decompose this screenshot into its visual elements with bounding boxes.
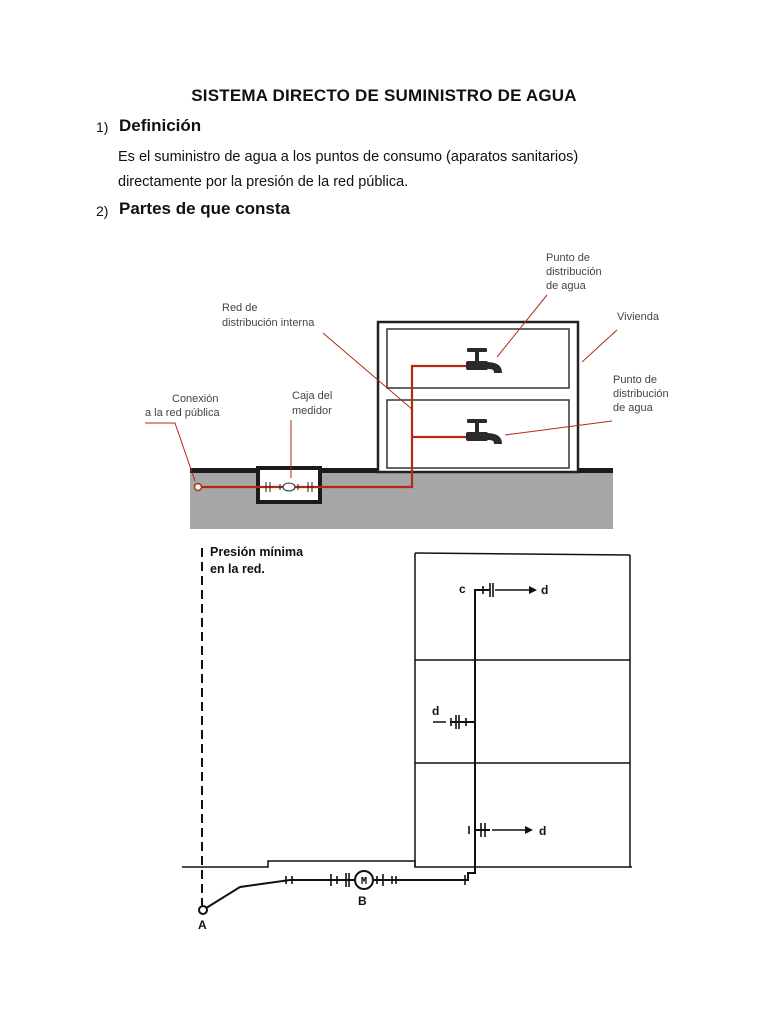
label-m: M <box>361 876 367 887</box>
label-punto-mid-1: Punto de <box>613 374 657 386</box>
leader-lines <box>145 294 618 482</box>
section-1-heading: Definición <box>119 116 202 135</box>
label-d-top: d <box>541 583 548 597</box>
section-2-heading: Partes de que consta <box>119 199 291 218</box>
house-floor-upper <box>386 328 570 389</box>
ground-line <box>182 860 632 868</box>
public-connection-point <box>193 482 203 492</box>
label-conexion-1: Conexión <box>172 393 218 405</box>
label-d-bot: d <box>539 824 546 838</box>
supply-pipe-line <box>202 589 490 911</box>
label-punto-top-2: distribución <box>546 266 602 278</box>
definition-line-1: Es el suministro de agua a los puntos de… <box>118 149 579 165</box>
pressure-schematic: Presión mínima en la red. M c d d <box>182 545 632 932</box>
house-floor-lower <box>386 399 570 469</box>
meter-circle <box>354 870 374 890</box>
label-caja-2: medidor <box>292 405 332 417</box>
ground-fill <box>190 472 613 529</box>
label-punto-mid-3: de agua <box>613 402 654 414</box>
label-caja-1: Caja del <box>292 390 332 402</box>
label-conexion-2: a la red pública <box>145 407 220 419</box>
label-a: A <box>198 918 207 932</box>
valve-symbols <box>285 583 494 887</box>
faucet-icon-lower <box>466 419 502 444</box>
label-punto-mid-2: distribución <box>613 388 669 400</box>
definition-line-2: directamente por la presión de la red pú… <box>118 174 409 190</box>
water-meter-icon <box>265 482 313 492</box>
label-red-2: distribución interna <box>222 317 315 329</box>
label-presion-1: Presión mínima <box>210 545 304 559</box>
label-b: B <box>358 894 367 908</box>
label-d-mid: d <box>432 704 439 718</box>
section-1-number: 1) <box>96 119 109 135</box>
document-title: SISTEMA DIRECTO DE SUMINISTRO DE AGUA <box>191 86 577 105</box>
house-supply-illustration: Punto de distribución de agua Red de dis… <box>145 252 669 529</box>
outlet-arrows <box>433 586 537 834</box>
section-2-number: 2) <box>96 203 109 219</box>
house-outline <box>376 320 580 474</box>
label-punto-top-1: Punto de <box>546 252 590 264</box>
label-punto-top-3: de agua <box>546 280 587 292</box>
label-presion-2: en la red. <box>210 562 265 576</box>
label-vivienda: Vivienda <box>617 311 660 323</box>
supply-pipe <box>198 364 470 489</box>
point-a-marker <box>198 905 208 915</box>
faucet-icon-upper <box>466 348 502 373</box>
building-outline <box>414 552 631 867</box>
label-c: c <box>459 582 466 596</box>
label-red-1: Red de <box>222 302 257 314</box>
